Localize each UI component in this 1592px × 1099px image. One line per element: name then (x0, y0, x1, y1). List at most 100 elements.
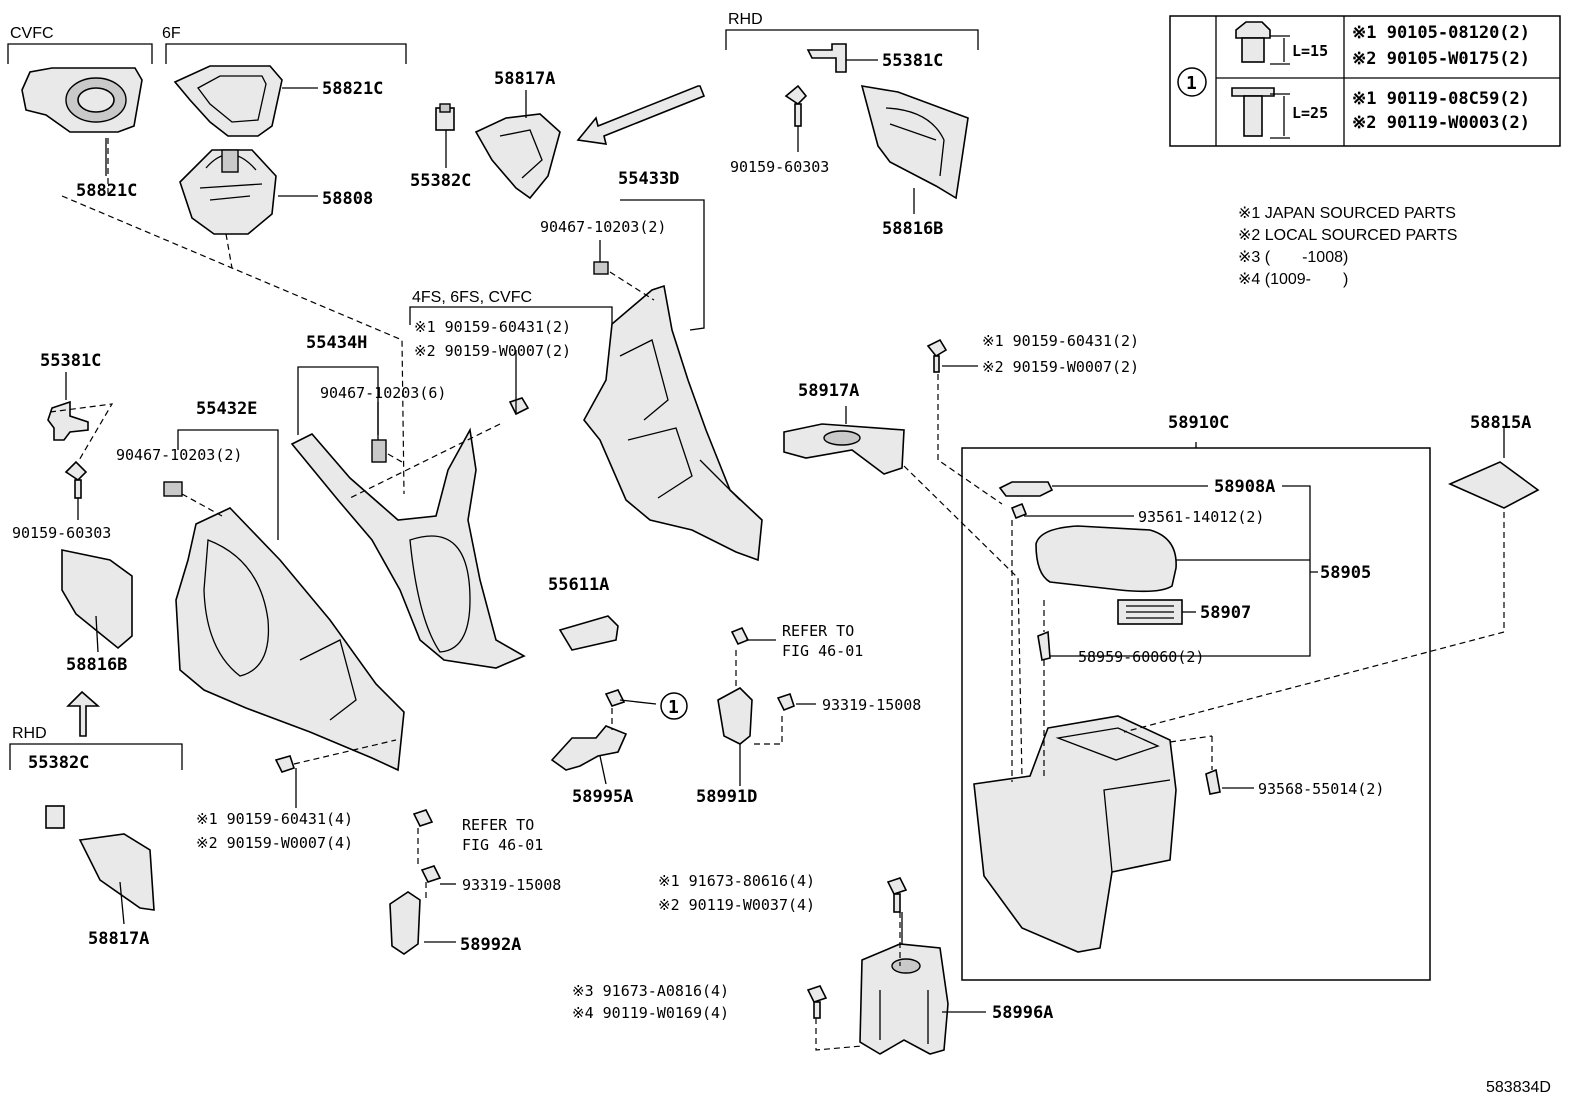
label-90159-w0007-2b[interactable]: ※2 90159-W0007(2) (982, 358, 1139, 376)
label-58908a[interactable]: 58908A (1214, 477, 1275, 497)
label-55381c-top[interactable]: 55381C (882, 51, 943, 71)
label-58959-60060[interactable]: 58959-60060(2) (1078, 648, 1204, 666)
part-90159-60303-left-screw[interactable] (64, 460, 88, 499)
part-55432e-side-panel[interactable] (163, 481, 405, 772)
notes-legend: ※1 JAPAN SOURCED PARTS ※2 LOCAL SOURCED … (1238, 205, 1457, 288)
label-58816b-top[interactable]: 58816B (882, 219, 943, 239)
part-90159-60303-top-screw[interactable] (784, 84, 808, 127)
label-90159-w0007-4[interactable]: ※2 90159-W0007(4) (196, 834, 353, 852)
bolt-l15-part-1: ※1 90105-08120(2) (1352, 23, 1530, 43)
label-93568-55014[interactable]: 93568-55014(2) (1258, 780, 1384, 798)
label-58907[interactable]: 58907 (1200, 603, 1251, 623)
part-55382c-left-clip[interactable] (45, 805, 65, 829)
label-58816b-left[interactable]: 58816B (66, 655, 127, 675)
label-93561-14012[interactable]: 93561-14012(2) (1138, 508, 1264, 526)
part-55611a-lid[interactable] (558, 615, 619, 651)
direction-arrows (66, 85, 706, 737)
label-rhd-top: RHD (728, 11, 763, 28)
leader-lines (65, 59, 1505, 1013)
label-55382c-top[interactable]: 55382C (410, 171, 471, 191)
fasteners[interactable] (274, 338, 1221, 1019)
part-58817a-left-cover[interactable] (78, 833, 155, 911)
label-cvfc: CVFC (10, 25, 54, 42)
label-58910c[interactable]: 58910C (1168, 413, 1229, 433)
part-58816b-left-cover[interactable] (61, 549, 133, 650)
part-55381c-left-bracket[interactable] (47, 400, 89, 441)
bolt-l15-icon (1235, 21, 1290, 65)
part-58996a-stay[interactable] (859, 943, 949, 1055)
label-55433d[interactable]: 55433D (618, 169, 679, 189)
bolt-l25-icon (1231, 87, 1290, 139)
label-90159-60431-4[interactable]: ※1 90159-60431(4) (196, 810, 353, 828)
part-58816b-top-cover[interactable] (860, 85, 969, 200)
bolt-l15-part-2: ※2 90105-W0175(2) (1352, 49, 1530, 69)
part-58905-armrest-lid[interactable] (1035, 525, 1177, 593)
part-55382c-top-clip[interactable] (435, 103, 455, 131)
label-90467-10203-2b[interactable]: 90467-10203(2) (116, 446, 242, 464)
label-rhd-left: RHD (12, 725, 47, 742)
label-55382c-left[interactable]: 55382C (28, 753, 89, 773)
part-58821c-6f[interactable] (173, 65, 283, 137)
bolt-l25-part-1: ※1 90119-08C59(2) (1352, 89, 1530, 109)
label-55611a[interactable]: 55611A (548, 575, 609, 595)
label-58821c-a[interactable]: 58821C (322, 79, 383, 99)
label-fs-group: 4FS, 6FS, CVFC (412, 289, 532, 306)
assembly-dash-lines (49, 138, 1505, 1051)
label-90467-10203-6[interactable]: 90467-10203(6) (320, 384, 446, 402)
label-58821c-b[interactable]: 58821C (76, 181, 137, 201)
label-58817a-left[interactable]: 58817A (88, 929, 149, 949)
label-refer-1b[interactable]: FIG 46-01 (782, 642, 863, 660)
label-58905[interactable]: 58905 (1320, 563, 1371, 583)
label-90119-w0037[interactable]: ※2 90119-W0037(4) (658, 896, 815, 914)
label-90159-60431-2a[interactable]: ※1 90159-60431(2) (414, 318, 571, 336)
label-90467-10203-2a[interactable]: 90467-10203(2) (540, 218, 666, 236)
part-58808-shift-boot[interactable] (179, 149, 277, 235)
label-58992a[interactable]: 58992A (460, 935, 521, 955)
note-2: ※2 LOCAL SOURCED PARTS (1238, 227, 1457, 244)
label-58815a[interactable]: 58815A (1470, 413, 1531, 433)
label-58996a[interactable]: 58996A (992, 1003, 1053, 1023)
part-55433d-console-side[interactable] (583, 261, 763, 562)
table-index-circle (1177, 67, 1207, 97)
diagram-id: 583834D (1486, 1079, 1551, 1096)
label-90159-60431-2b[interactable]: ※1 90159-60431(2) (982, 332, 1139, 350)
label-55434h[interactable]: 55434H (306, 333, 367, 353)
label-91673-80616[interactable]: ※1 91673-80616(4) (658, 872, 815, 890)
bolt-l25-length: L=25 (1292, 104, 1328, 122)
part-58815a-mat[interactable] (1448, 461, 1540, 509)
label-55381c-left[interactable]: 55381C (40, 351, 101, 371)
table-index: 1 (1186, 73, 1197, 94)
part-58817a-top[interactable] (474, 113, 561, 200)
label-55432e[interactable]: 55432E (196, 399, 257, 419)
label-58995a[interactable]: 58995A (572, 787, 633, 807)
labels: CVFC 6F RHD RHD 4FS, 6FS, CVFC 58821C 58… (10, 11, 1551, 1096)
label-90159-60303-left[interactable]: 90159-60303 (12, 524, 111, 542)
console-box-frame (961, 447, 1431, 981)
label-refer-2a[interactable]: REFER TO (462, 816, 534, 834)
label-90119-w0169[interactable]: ※4 90119-W0169(4) (572, 1004, 729, 1022)
label-90159-w0007-2a[interactable]: ※2 90159-W0007(2) (414, 342, 571, 360)
label-58991d[interactable]: 58991D (696, 787, 757, 807)
label-91673-a0816[interactable]: ※3 91673-A0816(4) (572, 982, 729, 1000)
label-93319-15008-b[interactable]: 93319-15008 (462, 876, 561, 894)
label-58817a-top[interactable]: 58817A (494, 69, 555, 89)
bolt-l15-length: L=15 (1292, 42, 1328, 60)
part-58992a-bracket[interactable] (389, 891, 421, 955)
part-58995a-bracket[interactable] (550, 725, 628, 771)
label-90159-60303-top[interactable]: 90159-60303 (730, 158, 829, 176)
part-58917a-cup-holder[interactable] (783, 423, 905, 475)
label-58917a[interactable]: 58917A (798, 381, 859, 401)
part-58991d-bracket[interactable] (717, 687, 753, 745)
part-55434h-center-panel[interactable] (290, 427, 526, 669)
part-55381c-top-bracket[interactable] (806, 43, 847, 73)
part-58907-hinge[interactable] (1117, 599, 1183, 625)
label-refer-1a[interactable]: REFER TO (782, 622, 854, 640)
part-58910c-console-box[interactable] (973, 715, 1177, 953)
label-refer-2b[interactable]: FIG 46-01 (462, 836, 543, 854)
part-58908a-plate[interactable] (998, 481, 1054, 497)
label-93319-15008-a[interactable]: 93319-15008 (822, 696, 921, 714)
bolt-l25-part-2: ※2 90119-W0003(2) (1352, 113, 1530, 133)
label-58808[interactable]: 58808 (322, 189, 373, 209)
part-58821c-cvfc[interactable] (21, 67, 143, 133)
